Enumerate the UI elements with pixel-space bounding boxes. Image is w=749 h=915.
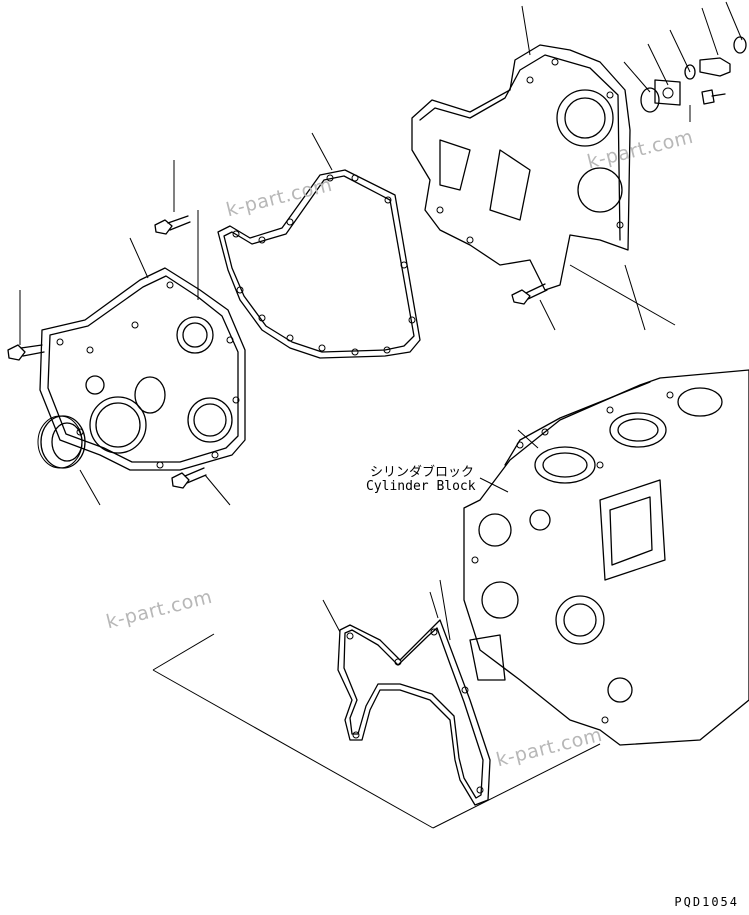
bolt-housing <box>511 283 548 305</box>
label-leader <box>479 477 509 493</box>
bolt-left <box>7 344 45 361</box>
drawing-code: PQD1054 <box>674 895 739 909</box>
front-cover-gasket <box>217 169 421 359</box>
bolt-lower-left <box>171 467 207 489</box>
cylinder-block <box>463 369 749 746</box>
oil-seal <box>37 415 86 469</box>
leader-lines-bottom <box>152 591 601 829</box>
fittings-top-right <box>640 36 747 113</box>
gear-housing <box>411 44 631 291</box>
leader-lines-top-right <box>521 1 743 331</box>
cylinder-block-label-jp: シリンダブロック <box>370 465 475 480</box>
leader-gasket <box>311 132 333 171</box>
leader-lines-left <box>19 160 231 506</box>
bolt-upper-left <box>154 215 191 235</box>
leader-lines-block <box>439 429 539 641</box>
cylinder-block-label-en: Cylinder Block <box>366 479 476 494</box>
block-gasket <box>337 619 491 806</box>
front-cover <box>39 267 246 471</box>
